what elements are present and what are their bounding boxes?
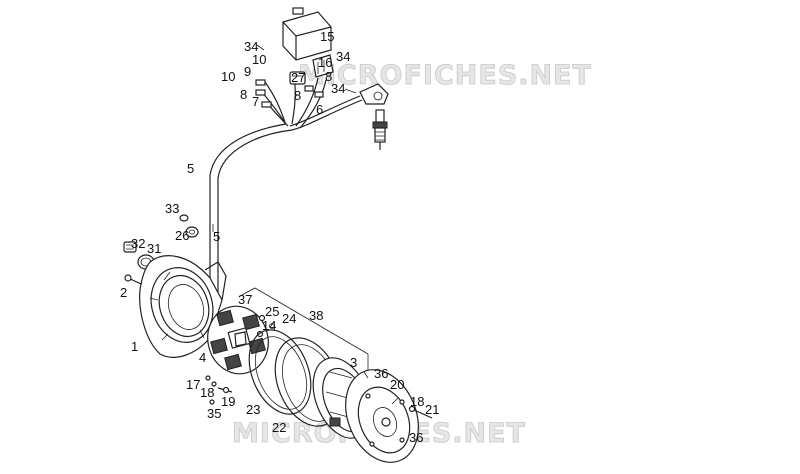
fastener-group-left	[205, 375, 233, 405]
callout-15: 15	[320, 29, 334, 44]
watermark-top: MICROFICHES.NET	[298, 60, 592, 91]
washer-24	[269, 323, 275, 329]
callout-33: 33	[165, 201, 179, 216]
stator-assembly	[207, 305, 269, 375]
callout-24: 24	[282, 311, 296, 326]
callout-3: 3	[350, 355, 357, 370]
ignition-coil-unit	[282, 7, 332, 61]
callout-5-a: 5	[187, 161, 194, 176]
leader-lines	[212, 44, 399, 405]
spark-plug	[372, 109, 388, 150]
callout-25: 25	[265, 304, 279, 319]
plug-32	[123, 241, 137, 253]
callout-5-b: 5	[213, 229, 220, 244]
callout-34-a: 34	[244, 39, 258, 54]
callout-27: 27	[291, 70, 305, 85]
callout-4: 4	[199, 350, 206, 365]
callout-23: 23	[246, 402, 260, 417]
callout-20: 20	[390, 377, 404, 392]
fan-housing-cover	[139, 255, 227, 358]
callout-38: 38	[309, 308, 323, 323]
callout-2: 2	[120, 285, 127, 300]
callout-17: 17	[186, 377, 200, 392]
gasket-23	[248, 329, 312, 415]
spark-plug-cap	[359, 83, 389, 105]
coil-connector-16	[312, 54, 334, 78]
callout-18-a: 18	[200, 385, 214, 400]
callout-19: 19	[221, 394, 235, 409]
callout-7: 7	[252, 94, 259, 109]
callout-16: 16	[318, 55, 332, 70]
callout-32: 32	[131, 236, 145, 251]
callout-8-a: 8	[240, 87, 247, 102]
callout-8-b: 8	[294, 88, 301, 103]
callout-34-b: 34	[336, 49, 350, 64]
callout-1: 1	[131, 339, 138, 354]
callout-36-a: 36	[374, 366, 388, 381]
callout-bracket-38	[239, 287, 369, 355]
callout-14: 14	[262, 318, 276, 333]
callout-34-c: 34	[331, 81, 345, 96]
callout-10-a: 10	[221, 69, 235, 84]
screw-21	[408, 405, 433, 419]
screw-25	[258, 314, 266, 322]
callout-8-c: 8	[325, 69, 332, 84]
grommet-33	[179, 214, 189, 222]
callout-10-b: 10	[252, 52, 266, 67]
callout-35: 35	[207, 406, 221, 421]
wire-harness	[209, 77, 363, 339]
callout-36-b: 36	[409, 430, 423, 445]
grommet-26	[185, 226, 199, 238]
callout-9: 9	[244, 64, 251, 79]
callout-31: 31	[147, 241, 161, 256]
magneto-cover	[345, 369, 419, 463]
connector-27	[289, 71, 306, 85]
callout-18-b: 18	[410, 394, 424, 409]
callout-21: 21	[425, 402, 439, 417]
callout-22: 22	[272, 420, 286, 435]
callout-26: 26	[175, 228, 189, 243]
callout-37: 37	[238, 292, 252, 307]
callout-labels: 15 34 16 34 10 9 27 10 8 8 34 7 8 6 5 33…	[120, 29, 439, 445]
callout-6: 6	[316, 102, 323, 117]
